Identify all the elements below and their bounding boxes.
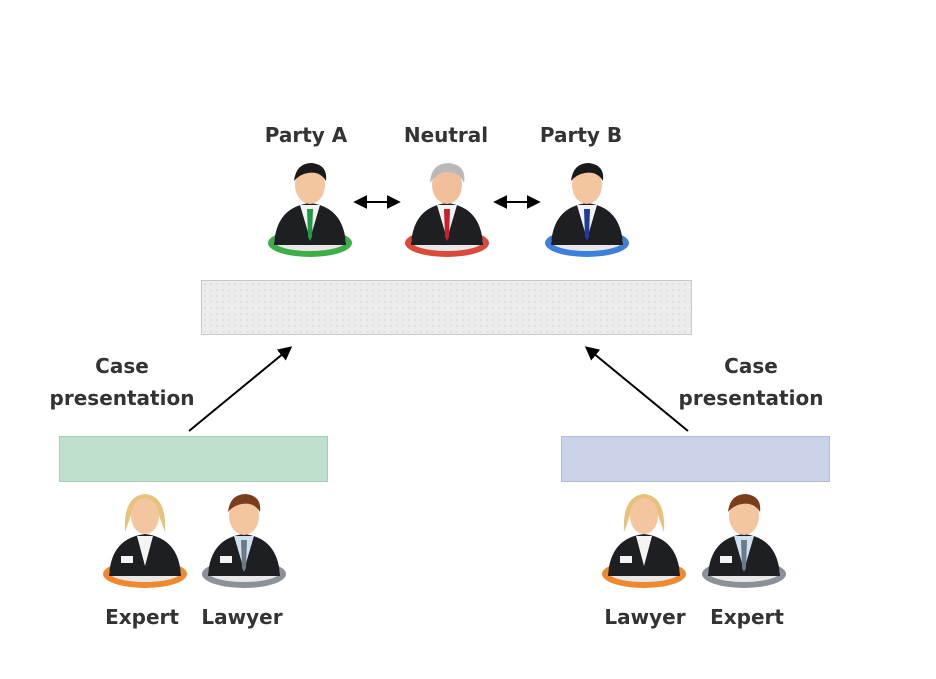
party-a-person-icon: [268, 163, 352, 257]
party-a-label: Party A: [264, 123, 348, 147]
left-person2-label: Lawyer: [201, 605, 283, 629]
right-case-label-line2: presentation: [678, 386, 824, 410]
party-b-person-icon: [545, 163, 629, 257]
left-case-label-line1: Case: [95, 354, 149, 378]
left-person1-label: Expert: [105, 605, 179, 629]
right-case-label-line1: Case: [724, 354, 778, 378]
neutral-label: Neutral: [403, 123, 489, 147]
right-lawyer-person-icon: [602, 494, 686, 588]
left-case-arrow: [188, 346, 293, 432]
left-case-label-line2: presentation: [49, 386, 195, 410]
left-team-box: [59, 436, 328, 482]
party-b-label: Party B: [539, 123, 623, 147]
right-expert-person-icon: [702, 494, 786, 588]
left-expert-person-icon: [103, 494, 187, 588]
right-person2-label: Expert: [710, 605, 784, 629]
neutral-panel-box: [201, 280, 692, 335]
left-lawyer-person-icon: [202, 494, 286, 588]
neutral-person-icon: [405, 163, 489, 257]
right-person1-label: Lawyer: [604, 605, 686, 629]
right-team-box: [561, 436, 830, 482]
